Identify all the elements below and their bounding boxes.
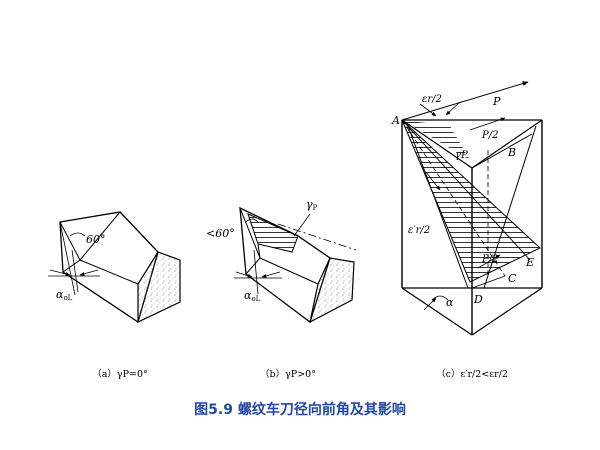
alpha-a-label: αoL [56, 288, 73, 302]
alpha-a-flank [59, 221, 76, 296]
label-P-half-top: P/2 [481, 130, 498, 141]
diagram-a: 60° αoL （a）γP=0° [48, 211, 181, 380]
prism-top-left [401, 119, 473, 169]
caption-a: （a）γP=0° [92, 368, 148, 380]
tool-b-edge-short [257, 243, 261, 259]
rake-plane-top-hatch [402, 120, 470, 160]
eps-top-arrow-left [419, 103, 437, 117]
prism-bottom-right [471, 287, 543, 336]
line-DC [471, 275, 506, 289]
figure-caption: 图5.9 螺纹车刀径向前角及其影响 [194, 402, 406, 418]
P-direction-arrow [401, 81, 529, 121]
label-C: C [508, 272, 517, 285]
rake-plane-hatch [401, 119, 541, 283]
eps-mid-arrow [425, 171, 441, 191]
label-eps-top: εr/2 [422, 94, 442, 105]
alpha-b-vertical [253, 249, 259, 295]
prism-bottom-left [401, 287, 473, 336]
prism-top-right [471, 119, 543, 169]
tool-a-edge-line [79, 259, 139, 285]
angle-b-arc [245, 218, 259, 223]
label-eps-mid: ε′r/2 [408, 225, 430, 236]
alpha-b-label: αoL [244, 289, 261, 303]
label-A: A [391, 114, 400, 127]
gamma-b-label: γP [306, 198, 318, 212]
eps-top-arrow-right [445, 101, 461, 116]
caption-c: （c）ε′r/2<εr/2 [436, 368, 508, 380]
label-D: D [473, 293, 483, 306]
angle-a-label: 60° [86, 233, 106, 246]
P-half-top-arrow [469, 117, 506, 131]
alpha-a-arrow-right [79, 269, 99, 276]
tool-a-top-edge [119, 211, 159, 253]
label-E: E [525, 256, 534, 269]
P-half-bottom-arrow [477, 254, 501, 269]
tool-b-edge-line [259, 257, 319, 285]
alpha-b-arrow-right [261, 271, 281, 278]
line-AE [401, 119, 531, 261]
label-B: B [507, 146, 516, 159]
angle-b-label: <60° [206, 227, 235, 240]
tool-a-end-face [137, 251, 181, 323]
tool-b-center-line [277, 223, 357, 251]
diagram-b: <60° γP αoL （b）γP>0° [206, 198, 357, 380]
label-alpha-c: α [446, 296, 454, 309]
tool-a-cutting-edge [79, 211, 121, 261]
label-P: P [492, 95, 501, 108]
alpha-b-arrow-left [235, 271, 253, 278]
alpha-a-vertical [71, 249, 79, 293]
label-P-half-bottom: P/2 [481, 254, 498, 265]
label-gammaP: γP [455, 150, 468, 161]
alpha-a-arrow-left [49, 269, 71, 276]
angle-a-arc [69, 232, 86, 237]
tool-b-end-face [309, 257, 355, 324]
inner-top-ridge [471, 133, 533, 169]
diagram-c: εr/2 P A B γP P/2 ε′r/2 P/2 C D E α （c）ε… [391, 81, 543, 380]
caption-b: （b）γP>0° [260, 368, 316, 380]
alpha-c-arrow [423, 297, 437, 311]
gamma-b-leader [293, 213, 311, 237]
